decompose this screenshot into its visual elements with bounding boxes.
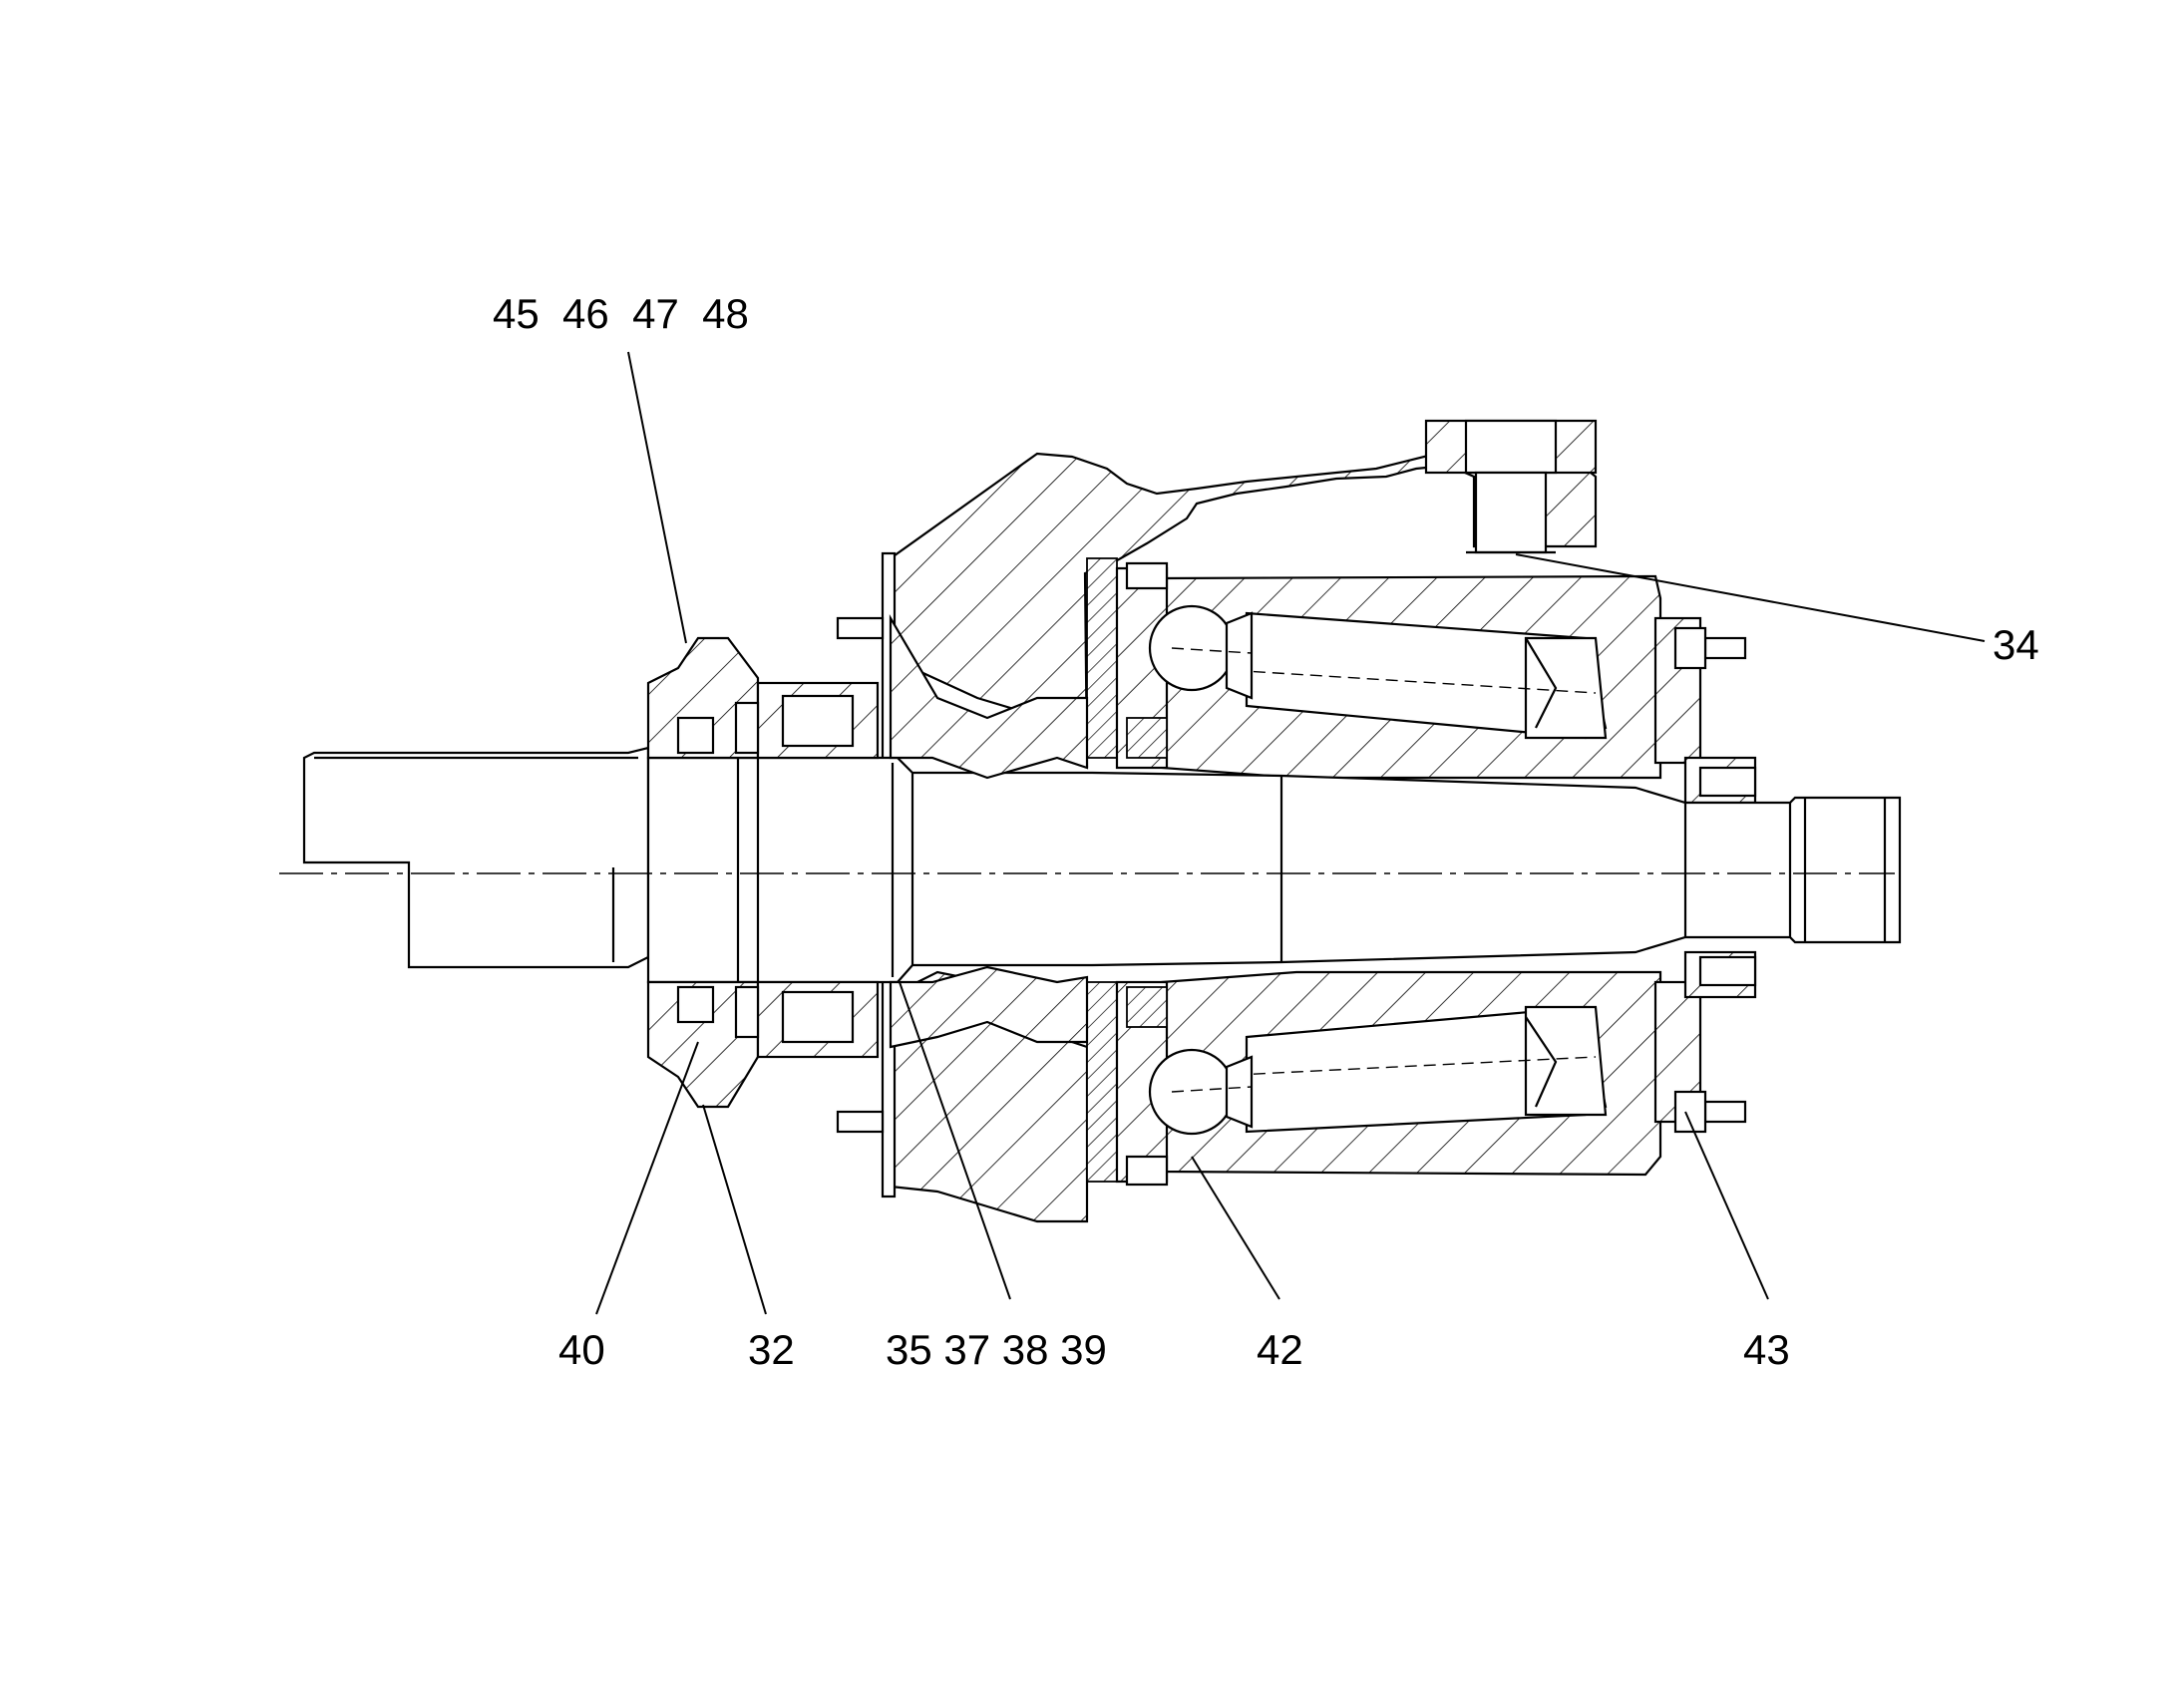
leader-45-48 bbox=[627, 351, 687, 644]
leader-40 bbox=[595, 1041, 699, 1315]
callout-45-46-47-48: 45 46 47 48 bbox=[493, 290, 749, 337]
mounting-flange bbox=[836, 613, 1747, 1134]
leader-42 bbox=[1191, 1156, 1280, 1300]
leader-35-39 bbox=[899, 981, 1011, 1300]
port-boss-34 bbox=[1424, 419, 1598, 554]
callout-34: 34 bbox=[1993, 621, 2039, 668]
callout-42: 42 bbox=[1257, 1326, 1303, 1373]
leader-43 bbox=[1684, 1111, 1769, 1300]
swash-plate-assembly bbox=[1086, 557, 1254, 1187]
front-flange bbox=[646, 636, 880, 1109]
callout-43: 43 bbox=[1743, 1326, 1790, 1373]
leader-lines bbox=[595, 351, 1986, 1315]
callout-labels: 45 46 47 48 34 40 32 35 37 38 39 42 43 bbox=[493, 290, 2039, 1373]
callout-32: 32 bbox=[748, 1326, 795, 1373]
leader-34 bbox=[1515, 553, 1986, 642]
callout-35-37-38-39: 35 37 38 39 bbox=[886, 1326, 1107, 1373]
drive-shaft bbox=[279, 746, 1902, 984]
callout-40: 40 bbox=[558, 1326, 605, 1373]
leader-32 bbox=[702, 1104, 767, 1315]
